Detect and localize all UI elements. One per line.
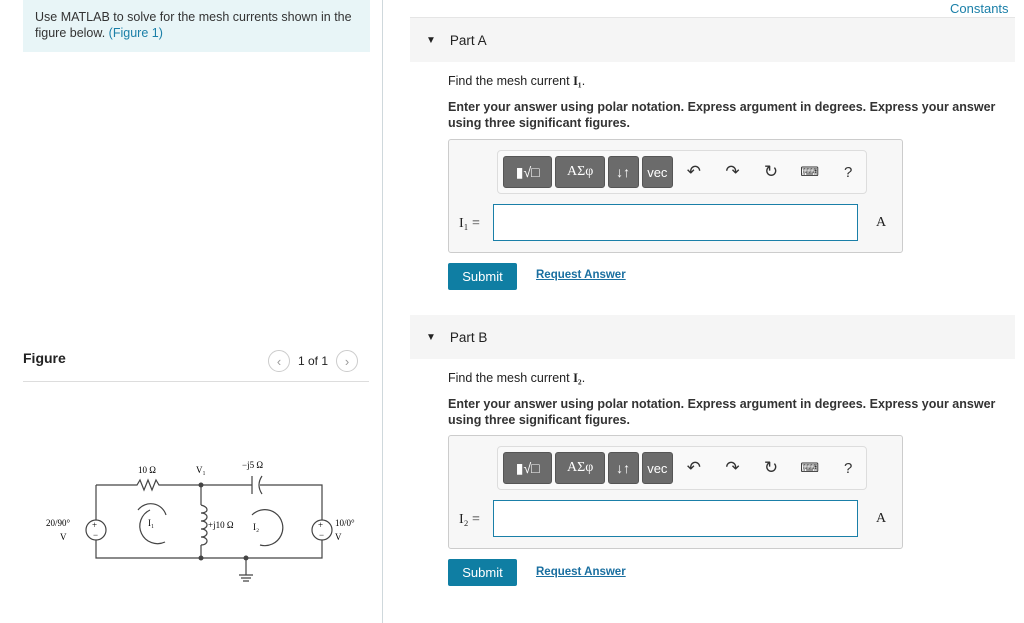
capacitor-label: −j5 Ω bbox=[242, 460, 263, 470]
unit-label: A bbox=[876, 215, 887, 230]
question: Find the mesh current I₁. bbox=[448, 74, 586, 88]
collapse-icon: ▼ bbox=[426, 331, 436, 343]
divider bbox=[23, 381, 369, 382]
figure-link[interactable]: (Figure 1) bbox=[108, 26, 163, 40]
vec-button[interactable]: vec bbox=[641, 452, 674, 484]
answer-box: ▮√□ ΑΣφ ↓↑ vec ↶ ↷ ↻ ⌨ ? I₂ = A bbox=[448, 435, 903, 549]
figure-pager: ‹ 1 of 1 › bbox=[268, 350, 359, 372]
source-2-label: 10/0° bbox=[335, 518, 355, 528]
figure-title: Figure bbox=[23, 350, 66, 366]
svg-text:−: − bbox=[319, 530, 324, 540]
source-1-unit: V bbox=[60, 532, 67, 542]
part-a-header[interactable]: ▼ Part A bbox=[410, 18, 1015, 62]
circuit-diagram: +− +− 10 Ω V₁ −j5 Ω +j10 Ω I₁ I₂ 20/90° … bbox=[46, 460, 355, 582]
keyboard-icon[interactable]: ⌨ bbox=[800, 164, 819, 179]
unit-label: A bbox=[876, 511, 887, 526]
math-toolbar: ▮√□ ΑΣφ ↓↑ vec ↶ ↷ ↻ ⌨ ? bbox=[497, 150, 867, 194]
answer-box: ▮√□ ΑΣφ ↓↑ vec ↶ ↷ ↻ ⌨ ? I₁ = A bbox=[448, 139, 903, 253]
svg-text:+: + bbox=[318, 520, 323, 530]
svg-text:+: + bbox=[92, 520, 97, 530]
instructions: Enter your answer using polar notation. … bbox=[448, 100, 996, 130]
undo-icon[interactable]: ↶ bbox=[686, 162, 702, 181]
greek-button[interactable]: ΑΣφ bbox=[555, 452, 605, 484]
templates-button[interactable]: ▮√□ bbox=[503, 156, 553, 188]
part-title: Part B bbox=[449, 329, 488, 345]
arrows-button[interactable]: ↓↑ bbox=[607, 452, 639, 484]
part-title: Part A bbox=[449, 32, 487, 48]
undo-icon[interactable]: ↶ bbox=[686, 458, 702, 477]
help-button[interactable]: ? bbox=[844, 459, 853, 477]
resistor-label: 10 Ω bbox=[138, 465, 156, 475]
redo-icon[interactable]: ↷ bbox=[725, 162, 740, 181]
arrows-button[interactable]: ↓↑ bbox=[607, 156, 639, 188]
divider bbox=[410, 17, 1015, 18]
svg-text:−: − bbox=[93, 530, 98, 540]
request-answer-link[interactable]: Request Answer bbox=[536, 269, 626, 281]
answer-input[interactable] bbox=[493, 500, 858, 537]
help-button[interactable]: ? bbox=[844, 163, 853, 181]
answer-input[interactable] bbox=[493, 204, 858, 241]
prev-figure-button[interactable]: ‹ bbox=[268, 350, 290, 372]
math-toolbar: ▮√□ ΑΣφ ↓↑ vec ↶ ↷ ↻ ⌨ ? bbox=[497, 446, 867, 490]
vec-button[interactable]: vec bbox=[641, 156, 674, 188]
source-1-label: 20/90° bbox=[46, 518, 71, 528]
constants-link[interactable]: Constants bbox=[950, 1, 1009, 16]
part-b-header[interactable]: ▼ Part B bbox=[410, 315, 1015, 359]
submit-button[interactable]: Submit bbox=[448, 263, 517, 290]
node-label: V₁ bbox=[196, 465, 206, 475]
answer-label: I₂ = bbox=[459, 512, 480, 527]
redo-icon[interactable]: ↷ bbox=[725, 458, 740, 477]
reset-icon[interactable]: ↻ bbox=[763, 458, 779, 477]
answer-label: I₁ = bbox=[459, 216, 480, 231]
templates-button[interactable]: ▮√□ bbox=[503, 452, 553, 484]
reset-icon[interactable]: ↻ bbox=[763, 162, 779, 181]
figure-page-count: 1 of 1 bbox=[298, 354, 329, 368]
request-answer-link[interactable]: Request Answer bbox=[536, 566, 626, 578]
source-2-unit: V bbox=[335, 532, 342, 542]
collapse-icon: ▼ bbox=[426, 34, 436, 46]
panel-divider[interactable] bbox=[382, 0, 383, 623]
inductor-label: +j10 Ω bbox=[208, 520, 234, 530]
next-figure-button[interactable]: › bbox=[336, 350, 359, 372]
greek-button[interactable]: ΑΣφ bbox=[555, 156, 605, 188]
problem-statement: Use MATLAB to solve for the mesh current… bbox=[23, 0, 370, 52]
mesh-current-2-label: I₂ bbox=[253, 522, 259, 532]
question: Find the mesh current I₂. bbox=[448, 371, 586, 385]
instructions: Enter your answer using polar notation. … bbox=[448, 397, 996, 427]
mesh-current-1-label: I₁ bbox=[148, 518, 154, 528]
submit-button[interactable]: Submit bbox=[448, 559, 517, 586]
keyboard-icon[interactable]: ⌨ bbox=[800, 460, 819, 475]
